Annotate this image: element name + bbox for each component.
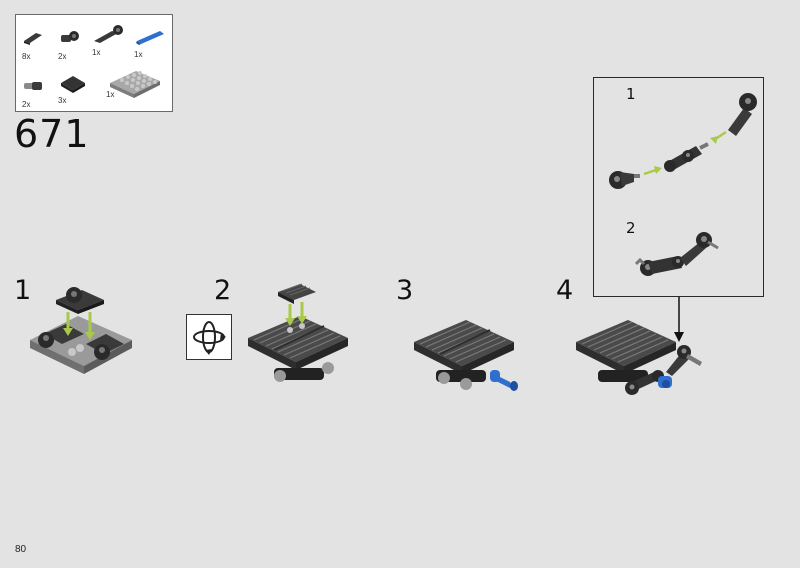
part-plate-4x4: 1x — [106, 65, 166, 107]
step-number-1: 1 — [14, 275, 32, 306]
step-3-illustration — [414, 320, 518, 391]
axle-connector-icon — [61, 31, 79, 42]
part-axle-connector: 2x — [58, 27, 98, 61]
part-bush-connector: 2x — [22, 75, 62, 109]
part-qty: 1x — [106, 90, 115, 99]
part-pin-connector: 8x — [22, 27, 62, 61]
step-number-2: 2 — [214, 275, 232, 306]
sub-assembly-callout: 1 2 — [593, 77, 764, 297]
callout-substep-2-illustration — [634, 232, 719, 276]
part-angled-plate: 3x — [58, 71, 98, 105]
callout-substep-1-illustration — [609, 93, 757, 189]
step-4-illustration — [576, 320, 702, 395]
step-2-illustration — [248, 283, 348, 382]
parts-list-box: 8x 2x 1x 1x 2x — [15, 14, 173, 112]
callout-pointer-arrow — [674, 296, 684, 342]
part-qty: 2x — [58, 52, 67, 61]
part-qty: 3x — [58, 96, 67, 105]
part-beam-connector: 1x — [92, 23, 132, 57]
instruction-step-number: 671 — [14, 112, 90, 156]
callout-substep-2: 2 — [626, 219, 636, 237]
pin-connector-icon — [24, 33, 42, 45]
beam-connector-icon — [94, 25, 123, 43]
part-blue-pin: 1x — [134, 25, 174, 59]
callout-substep-1: 1 — [626, 85, 636, 103]
part-qty: 1x — [134, 50, 143, 59]
plate-4x4-icon — [110, 71, 160, 98]
page-number: 80 — [15, 544, 27, 555]
part-qty: 8x — [22, 52, 31, 61]
blue-pin-icon — [136, 31, 164, 45]
angled-plate-icon — [61, 76, 85, 93]
part-qty: 2x — [22, 100, 31, 109]
bush-connector-icon — [24, 82, 42, 90]
step-1-illustration — [30, 287, 132, 374]
step-number-3: 3 — [396, 275, 414, 306]
rotate-model-box — [186, 314, 232, 360]
step-number-4: 4 — [556, 275, 574, 306]
part-qty: 1x — [92, 48, 101, 57]
rotate-model-icon — [193, 321, 226, 355]
